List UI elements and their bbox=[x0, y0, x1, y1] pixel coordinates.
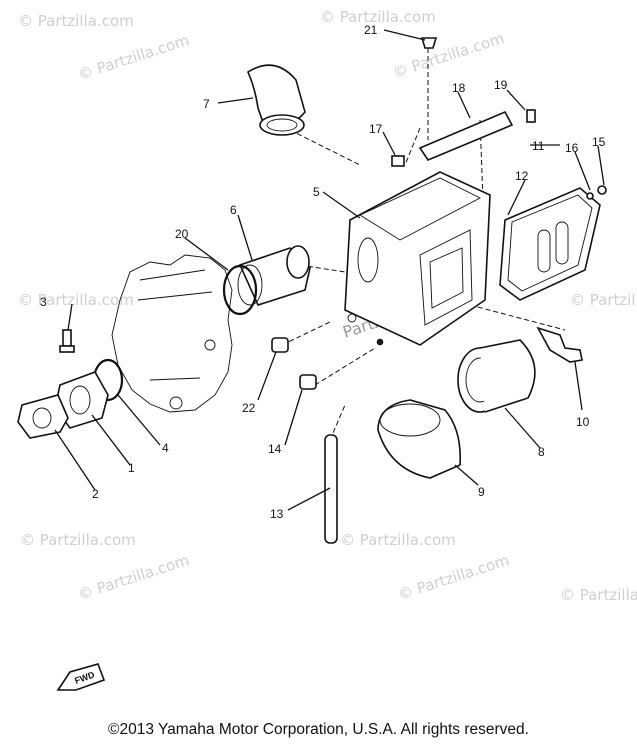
callouts: 1 2 3 4 5 6 7 8 9 10 11 12 13 14 15 16 1… bbox=[40, 23, 606, 521]
callout-9: 9 bbox=[478, 485, 485, 499]
part-band-clamp bbox=[222, 264, 258, 316]
watermark: © Partzilla.com bbox=[570, 291, 637, 309]
part-cap bbox=[299, 374, 317, 390]
callout-10: 10 bbox=[576, 415, 590, 429]
part-joint bbox=[237, 245, 311, 306]
watermark: © Partzilla.com bbox=[18, 291, 134, 309]
callout-22: 22 bbox=[242, 401, 256, 415]
callout-17: 17 bbox=[369, 122, 383, 136]
callout-14: 14 bbox=[268, 442, 282, 456]
callout-13: 13 bbox=[270, 507, 284, 521]
part-filter-cover bbox=[499, 187, 601, 301]
part-fasteners bbox=[391, 37, 607, 200]
copyright-notice: ©2013 Yamaha Motor Corporation, U.S.A. A… bbox=[108, 721, 529, 738]
watermark: © Partzilla.com bbox=[76, 551, 192, 604]
callout-1: 1 bbox=[128, 461, 135, 475]
callout-4: 4 bbox=[162, 441, 169, 455]
fwd-arrow-icon: FWD bbox=[56, 663, 106, 691]
watermark: © Partzilla.com bbox=[340, 531, 456, 549]
assembly-lines bbox=[281, 48, 566, 441]
callout-5: 5 bbox=[313, 185, 320, 199]
callout-15: 15 bbox=[592, 135, 606, 149]
part-grommet bbox=[271, 337, 289, 353]
part-stay bbox=[418, 110, 514, 161]
watermark: © Partzilla.com bbox=[20, 531, 136, 549]
watermark: © Partzilla.com bbox=[396, 551, 512, 604]
part-drain-pipe bbox=[324, 434, 338, 544]
part-filter-guide bbox=[457, 339, 536, 413]
callout-8: 8 bbox=[538, 445, 545, 459]
part-bolt bbox=[59, 329, 75, 353]
watermark: © Partzilla.com bbox=[560, 586, 637, 604]
callout-21: 21 bbox=[364, 23, 378, 37]
callout-20: 20 bbox=[175, 227, 189, 241]
callout-3: 3 bbox=[40, 295, 47, 309]
callout-18: 18 bbox=[452, 81, 466, 95]
part-gasket bbox=[17, 394, 69, 439]
watermark: © Partzilla.com bbox=[391, 29, 507, 82]
callout-16: 16 bbox=[565, 141, 579, 155]
callout-7: 7 bbox=[203, 97, 210, 111]
watermark: © Partzilla.com bbox=[76, 31, 192, 84]
part-air-box bbox=[344, 171, 491, 346]
watermark: © Partzilla.com bbox=[18, 12, 134, 30]
callout-11: 11 bbox=[532, 139, 545, 153]
callout-2: 2 bbox=[92, 487, 99, 501]
callout-12: 12 bbox=[515, 169, 529, 183]
engine-outline bbox=[111, 254, 233, 413]
part-bracket bbox=[536, 326, 583, 363]
part-filter-element bbox=[377, 399, 462, 479]
callout-19: 19 bbox=[494, 78, 508, 92]
watermark: © Partzilla.com bbox=[320, 8, 436, 26]
part-intake-duct bbox=[246, 64, 306, 136]
leader-lines bbox=[54, 29, 605, 511]
callout-6: 6 bbox=[230, 203, 237, 217]
